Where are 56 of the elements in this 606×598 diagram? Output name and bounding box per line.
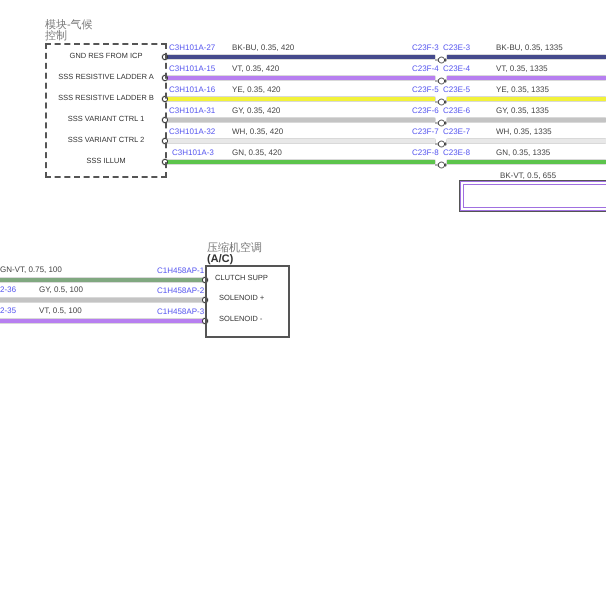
connector-pin-label: C23F-4 [412,64,439,74]
connector-pin-label: C23E-4 [443,64,470,74]
connector-pin-label: C23F-7 [412,127,439,137]
wire [0,297,208,303]
compressor-title: 压缩机空调 (A/C) [207,243,263,265]
wire [162,96,435,102]
wire [162,159,435,165]
module-title: 模块-气候控制 [45,20,94,42]
connector-pin-label: C3H101A-32 [169,127,216,137]
connector-pin-label: C3H101A-16 [169,85,216,95]
wire-spec: WH, 0.35, 420 [232,127,284,137]
connector-pin-label: C1H458AP-3 [157,307,204,317]
connector-pin-label: C1H458AP-1 [157,266,204,276]
wire-spec: GN-VT, 0.75, 100 [0,265,62,275]
wire-spec: GY, 0.35, 420 [232,106,280,116]
connector-pin-label: C3H101A-3 [172,148,214,158]
wire-spec: GN, 0.35, 1335 [496,148,550,158]
wire-spec: VT, 0.35, 1335 [496,64,548,74]
wire [162,54,435,60]
wire-spec: GN, 0.35, 420 [232,148,282,158]
wire-spec: VT, 0.35, 420 [232,64,280,74]
wire [447,160,606,164]
wire-spec: BK-BU, 0.35, 1335 [496,43,563,53]
wire [0,277,208,283]
wire [0,318,208,324]
wire-spec: YE, 0.35, 1335 [496,85,549,95]
connector-pin-label: 2-36 [0,285,16,295]
wire-spec: GY, 0.35, 1335 [496,106,549,116]
wire-spec: BK-BU, 0.35, 420 [232,43,294,53]
wire [447,97,606,101]
wire [447,118,606,122]
wire-spec: VT, 0.5, 100 [39,306,82,316]
wire-spec: GY, 0.5, 100 [39,285,83,295]
connector-pin-label: C23E-3 [443,43,470,53]
wire [447,55,606,59]
connector-pin-label: C23F-3 [412,43,439,53]
connector-pin-label: C23F-6 [412,106,439,116]
connector-pin-label: 2-35 [0,306,16,316]
connector-pin-label: C23E-8 [443,148,470,158]
connector-pin-label: C23F-5 [412,85,439,95]
connector-pin-label: C3H101A-27 [169,43,216,53]
connector-pin-label: C23E-5 [443,85,470,95]
wire [162,75,435,81]
connector-pin-label: C23E-7 [443,127,470,137]
wire [162,138,435,144]
connector-pin-label: C3H101A-31 [169,106,216,116]
wire [162,117,435,123]
wire [447,139,606,143]
wire [447,76,606,80]
connector-pin-label: C1H458AP-2 [157,286,204,296]
wire-spec: YE, 0.35, 420 [232,85,280,95]
connector-pin-label: C23E-6 [443,106,470,116]
connector-pin-label: C3H101A-15 [169,64,216,74]
wire-spec: WH, 0.35, 1335 [496,127,552,137]
wire-spec: BK-VT, 0.5, 655 [500,171,556,180]
connector-pin-label: C23F-8 [412,148,439,158]
